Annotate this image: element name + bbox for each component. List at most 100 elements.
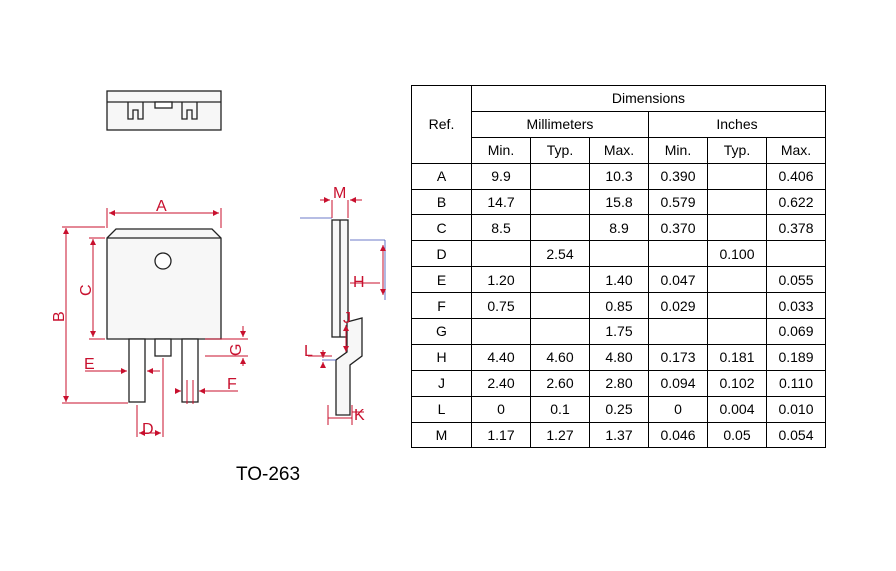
table-cell	[707, 162, 767, 190]
table-cell: 0.189	[766, 343, 826, 371]
row-ref: B	[411, 188, 472, 216]
table-cell	[530, 292, 590, 320]
table-cell: 0.85	[589, 292, 649, 320]
side-view	[331, 219, 363, 416]
table-cell: 0.102	[707, 369, 767, 397]
table-cell	[648, 318, 708, 345]
table-cell: 15.8	[589, 188, 649, 216]
dimension-lines	[62, 197, 386, 437]
sub-header: Max.	[589, 136, 649, 164]
label-K: K	[354, 407, 365, 424]
table-cell: 1.17	[471, 421, 531, 449]
ref-header: Ref.	[411, 85, 472, 164]
table-cell: 14.7	[471, 188, 531, 216]
sub-header: Typ.	[707, 136, 767, 164]
table-cell: 0.390	[648, 162, 708, 190]
table-cell: 0.406	[766, 162, 826, 190]
table-cell: 0.181	[707, 343, 767, 371]
label-A: A	[156, 198, 167, 215]
table-cell: 0.378	[766, 214, 826, 242]
table-cell	[471, 318, 531, 345]
sub-header: Min.	[471, 136, 531, 164]
row-ref: D	[411, 240, 472, 268]
table-cell	[707, 188, 767, 216]
label-M: M	[333, 185, 346, 202]
table-cell: 2.54	[530, 240, 590, 268]
row-ref: H	[411, 343, 472, 371]
table-cell: 10.3	[589, 162, 649, 190]
package-drawing: A B C D E F G H J K L M	[51, 90, 386, 438]
table-cell: 0.033	[766, 292, 826, 320]
front-view	[106, 228, 222, 403]
row-ref: E	[411, 266, 472, 294]
label-F: F	[227, 376, 237, 393]
table-cell: 0.622	[766, 188, 826, 216]
table-cell	[530, 162, 590, 190]
table-cell: 0.110	[766, 369, 826, 397]
label-L: L	[304, 343, 313, 360]
table-cell	[766, 240, 826, 268]
table-cell	[707, 318, 767, 345]
label-G: G	[228, 344, 245, 356]
table-cell: 8.5	[471, 214, 531, 242]
table-cell: 4.80	[589, 343, 649, 371]
table-cell: 0.069	[766, 318, 826, 345]
table-cell: 1.40	[589, 266, 649, 294]
table-cell: 0	[648, 395, 708, 423]
table-cell: 0.370	[648, 214, 708, 242]
table-cell: 0.010	[766, 395, 826, 423]
table-cell: 0.047	[648, 266, 708, 294]
table-cell: 8.9	[589, 214, 649, 242]
table-cell: 1.20	[471, 266, 531, 294]
inches-header: Inches	[648, 110, 826, 138]
table-cell: 0.054	[766, 421, 826, 449]
row-ref: L	[411, 395, 472, 423]
table-cell	[648, 240, 708, 268]
label-E: E	[84, 356, 95, 373]
table-row: G 1.75 0.069	[411, 318, 826, 345]
sub-header: Typ.	[530, 136, 590, 164]
table-cell	[707, 292, 767, 320]
sub-header: Max.	[766, 136, 826, 164]
table-cell	[707, 214, 767, 242]
row-ref: A	[411, 162, 472, 190]
label-H: H	[353, 274, 365, 291]
table-cell: 0.75	[471, 292, 531, 320]
table-cell: 2.40	[471, 369, 531, 397]
table-cell: 0	[471, 395, 531, 423]
label-D: D	[142, 421, 154, 438]
table-cell: 0.004	[707, 395, 767, 423]
row-ref: G	[411, 318, 472, 345]
package-name: TO-263	[236, 464, 301, 485]
table-cell: 0.094	[648, 369, 708, 397]
table-cell: 1.37	[589, 421, 649, 449]
table-cell: 4.60	[530, 343, 590, 371]
table-cell	[530, 266, 590, 294]
table-cell: 0.046	[648, 421, 708, 449]
table-cell: 1.75	[589, 318, 649, 345]
row-ref: C	[411, 214, 472, 242]
dimensions-title: Dimensions	[471, 85, 826, 112]
label-J: J	[343, 310, 351, 327]
table-cell	[471, 240, 531, 268]
table-cell: 1.27	[530, 421, 590, 449]
row-ref: F	[411, 292, 472, 320]
millimeters-header: Millimeters	[471, 110, 649, 138]
table-cell	[530, 214, 590, 242]
top-view	[106, 90, 222, 131]
table-cell: 0.05	[707, 421, 767, 449]
table-cell	[589, 240, 649, 268]
table-cell	[530, 318, 590, 345]
table-cell: 0.173	[648, 343, 708, 371]
table-cell: 4.40	[471, 343, 531, 371]
label-C: C	[78, 284, 95, 296]
